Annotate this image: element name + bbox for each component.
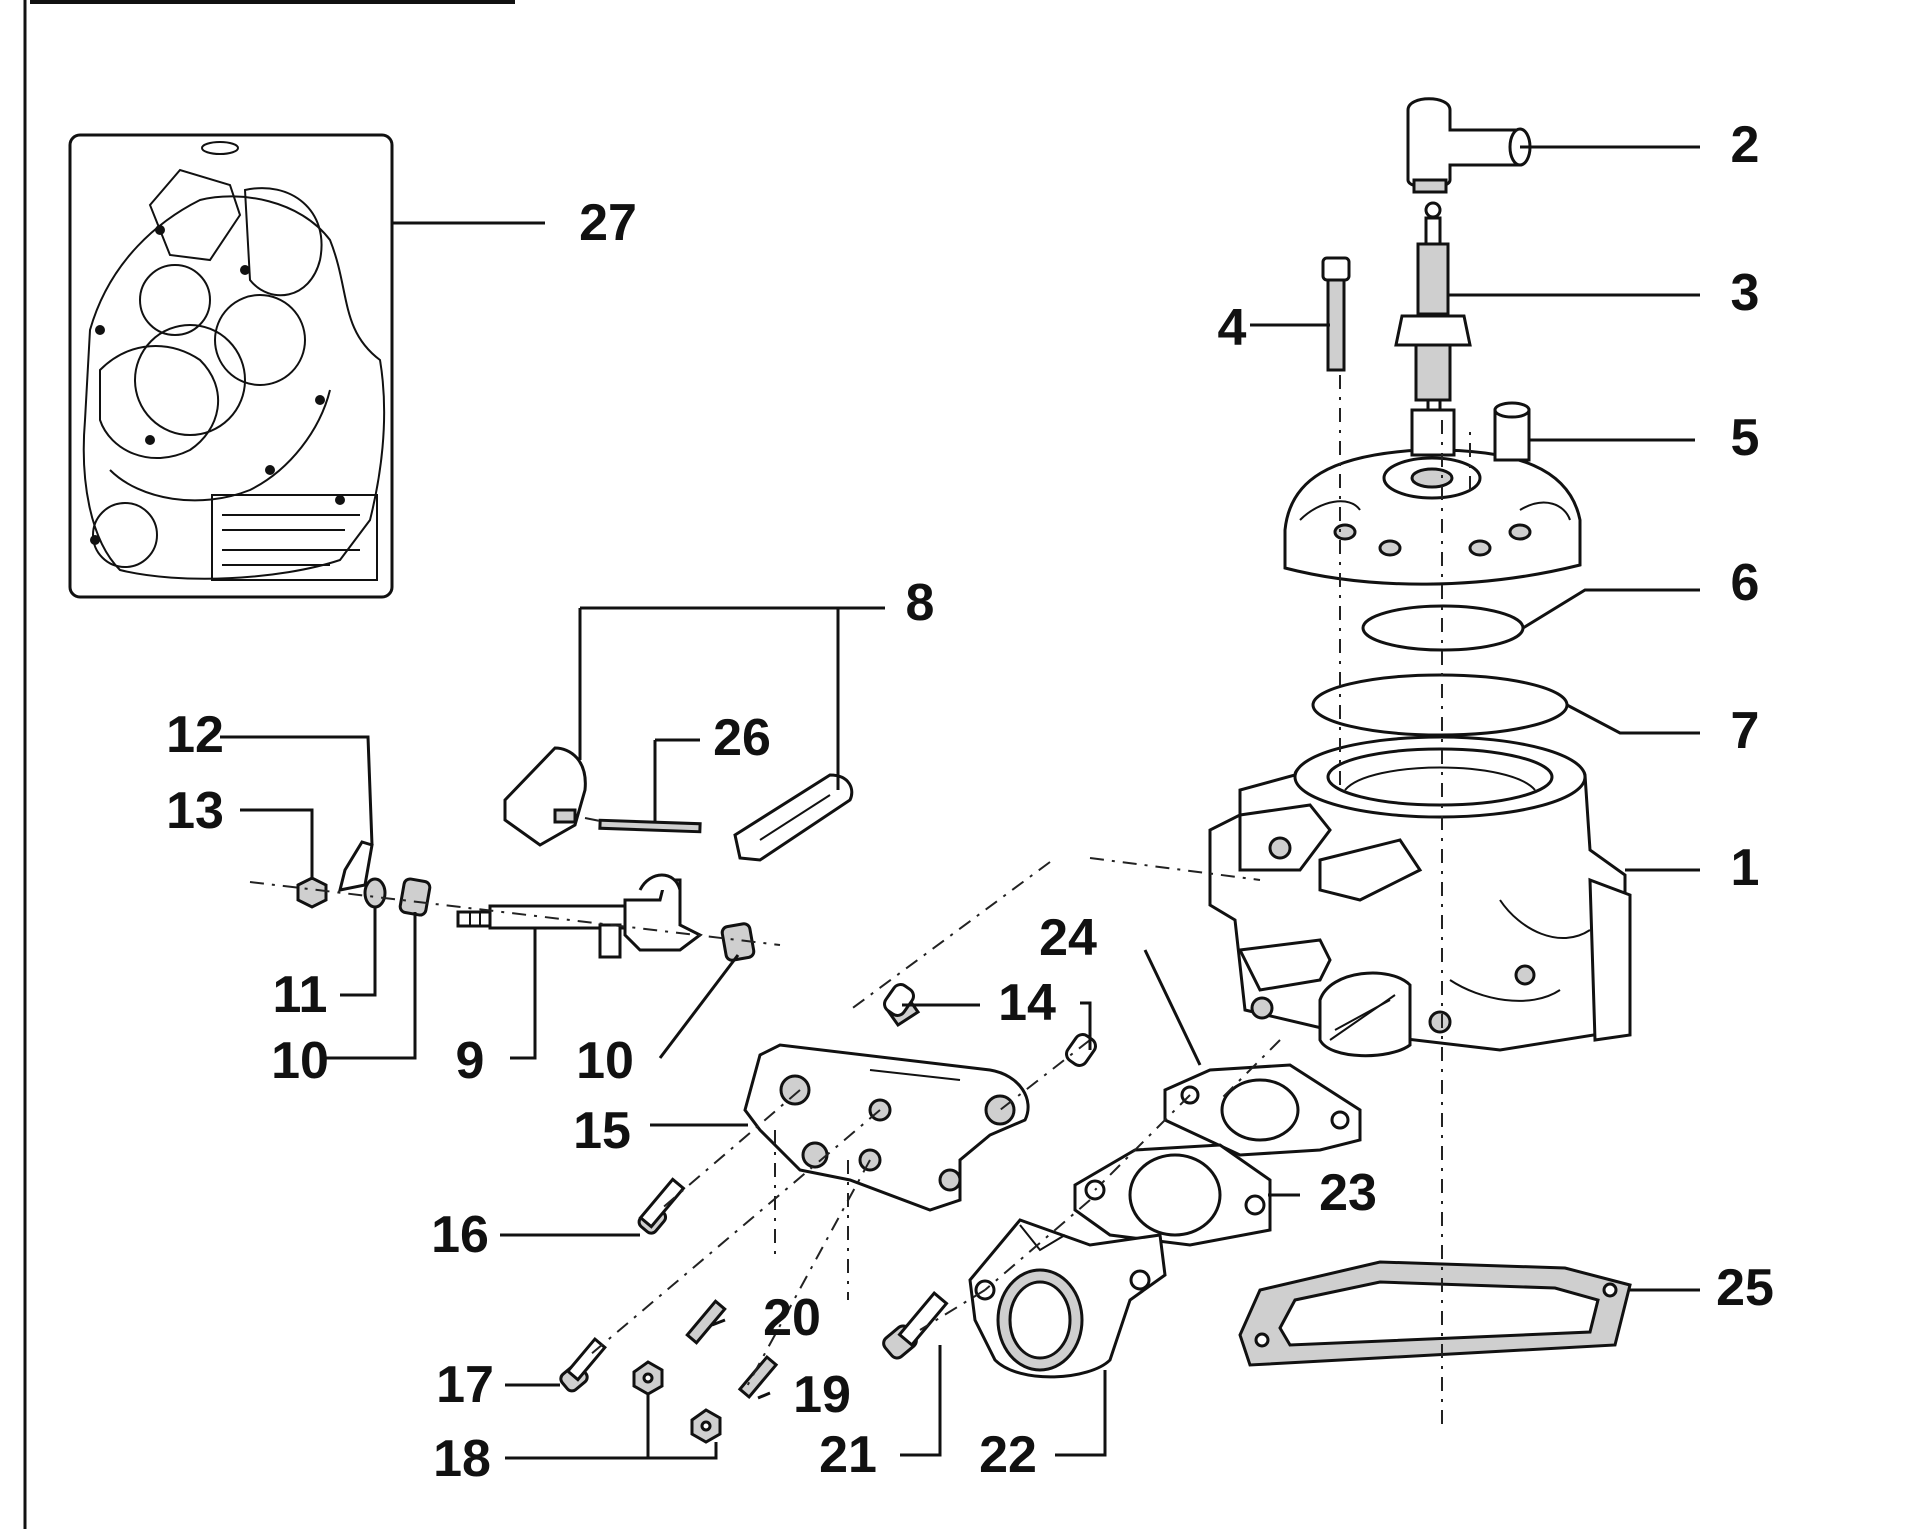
gasket-set-card: [68, 133, 394, 599]
callout-27: 27: [579, 194, 637, 252]
callout-2: 2: [1731, 116, 1760, 174]
assembly-axis-lines: [249, 375, 1471, 1430]
callout-9: 9: [456, 1032, 485, 1090]
head-gasket-ring: [1311, 673, 1569, 737]
dowel-sleeve-b: [1065, 1033, 1097, 1067]
stud-19: [737, 1354, 779, 1400]
callout-16: 16: [431, 1206, 489, 1264]
callout-8: 8: [906, 574, 935, 632]
callout-18: 18: [433, 1430, 491, 1488]
valve-blade-right: [733, 773, 854, 862]
lever-12: [337, 840, 374, 892]
bushing-10a: [398, 877, 432, 917]
callout-19: 19: [793, 1366, 851, 1424]
callout-24: 24: [1039, 909, 1097, 967]
callout-4: 4: [1218, 299, 1247, 357]
callout-7: 7: [1731, 702, 1760, 760]
leader-lines: [220, 145, 1700, 1460]
nut-18a: [632, 1360, 664, 1396]
callout-22: 22: [979, 1426, 1037, 1484]
callout-26: 26: [713, 709, 771, 767]
callout-10a: 10: [271, 1032, 329, 1090]
callout-21: 21: [819, 1426, 877, 1484]
intake-bracket: [743, 1043, 1030, 1212]
callout-3: 3: [1731, 264, 1760, 322]
spark-plug-cap: [1406, 97, 1532, 194]
callout-6: 6: [1731, 554, 1760, 612]
nut-13: [296, 876, 328, 909]
callout-25: 25: [1716, 1259, 1774, 1317]
callout-20: 20: [763, 1289, 821, 1347]
pin-26: [598, 818, 702, 834]
cylinder-head: [1283, 401, 1582, 586]
bushing-10b: [720, 922, 756, 962]
callout-11: 11: [273, 966, 328, 1024]
bolt-21: [882, 1291, 949, 1360]
callout-12: 12: [166, 706, 224, 764]
exhaust-flange-gasket: [1073, 1143, 1272, 1247]
callout-5: 5: [1731, 409, 1760, 467]
valve-blade-left: [503, 746, 587, 847]
spark-plug: [1394, 201, 1472, 422]
callout-labels: 1 2 3 4 5 6 7 8 9 10 10 11 12 13 14 15 1…: [166, 116, 1774, 1488]
cylinder: [1208, 735, 1632, 1058]
nut-18b: [690, 1408, 722, 1444]
callout-13: 13: [166, 782, 224, 840]
exhaust-gasket: [1163, 1063, 1362, 1157]
base-gasket: [1238, 1260, 1632, 1367]
callout-15: 15: [573, 1102, 631, 1160]
callout-17: 17: [436, 1356, 494, 1414]
callout-1: 1: [1731, 839, 1760, 897]
callout-23: 23: [1319, 1164, 1377, 1222]
washer-11: [363, 877, 387, 909]
exhaust-valve-shaft: [456, 873, 703, 959]
dowel-sleeve-a: [883, 983, 921, 1028]
stud-20: [685, 1299, 727, 1345]
bolt-16: [637, 1177, 686, 1235]
callout-10b: 10: [576, 1032, 634, 1090]
exhaust-manifold: [968, 1218, 1167, 1379]
callout-14: 14: [998, 974, 1056, 1032]
head-bolt: [1321, 256, 1351, 372]
